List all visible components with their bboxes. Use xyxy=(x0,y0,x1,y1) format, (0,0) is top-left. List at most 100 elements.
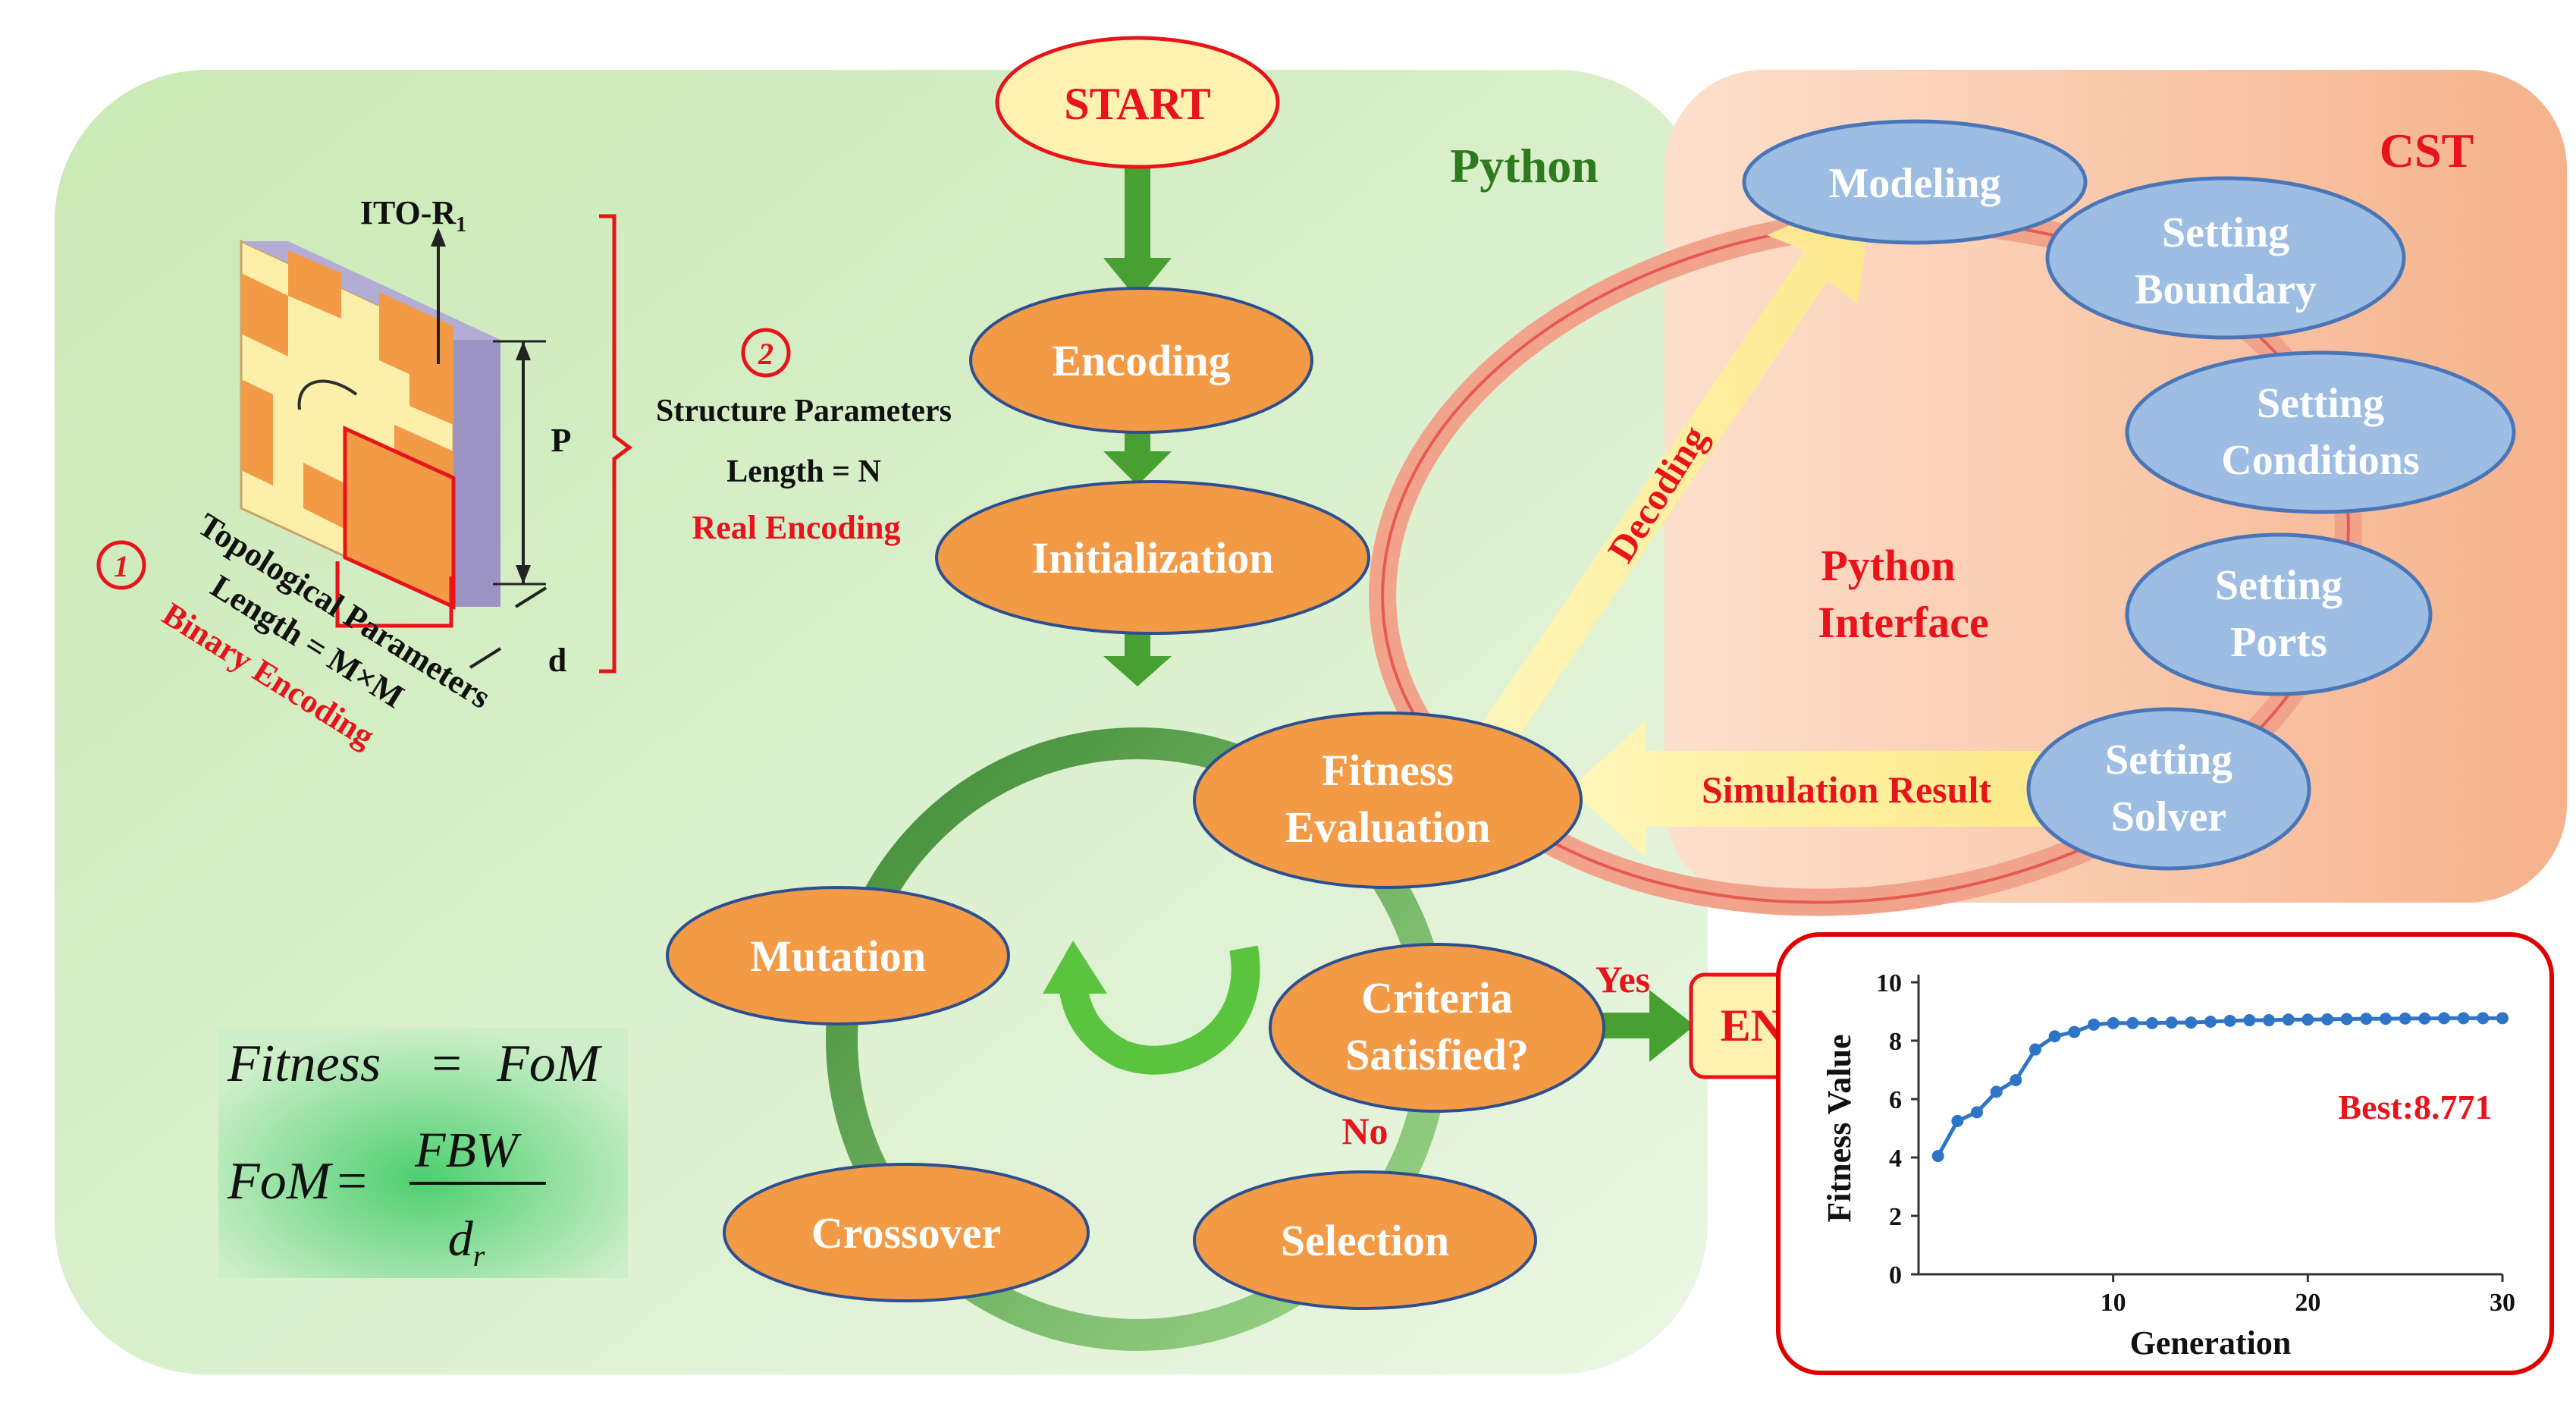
chart-point xyxy=(2165,1016,2178,1029)
chart-point xyxy=(1931,1150,1944,1163)
svg-text:Real Encoding: Real Encoding xyxy=(692,509,900,546)
chart-point xyxy=(2477,1012,2490,1025)
svg-text:START: START xyxy=(1064,79,1211,129)
svg-text:Solver: Solver xyxy=(2111,793,2226,840)
chart-point xyxy=(2418,1012,2431,1025)
d-dimension-2 xyxy=(469,647,502,669)
structure-bracket xyxy=(599,214,633,674)
chart-point xyxy=(2340,1013,2353,1026)
topology-bracket xyxy=(335,561,453,628)
chart-point xyxy=(2223,1014,2236,1027)
python-label: Python xyxy=(1450,139,1599,193)
svg-text:Ports: Ports xyxy=(2230,619,2327,666)
svg-text:FoM: FoM xyxy=(227,1152,334,1211)
chart-point xyxy=(1990,1085,2003,1098)
chart-y-label: Fitness Value xyxy=(1821,1034,1858,1222)
svg-text:Encoding: Encoding xyxy=(1052,336,1230,385)
svg-text:Conditions: Conditions xyxy=(2221,437,2419,484)
chart-x-tick-label: 10 xyxy=(2101,1289,2126,1317)
interface-label-1: Python xyxy=(1821,541,1955,590)
ito-label: ITO-R1 xyxy=(360,194,466,237)
svg-text:Evaluation: Evaluation xyxy=(1285,803,1491,852)
chart-point xyxy=(2263,1014,2275,1027)
svg-text:dr: dr xyxy=(448,1211,485,1273)
cst-node-conditions: Setting Conditions xyxy=(2125,350,2516,514)
chart-point xyxy=(1971,1106,1983,1119)
svg-text:Fitness: Fitness xyxy=(227,1035,381,1093)
marker-1: 1 xyxy=(96,540,146,590)
chart-point xyxy=(2204,1015,2217,1028)
svg-text:1: 1 xyxy=(114,549,129,583)
cst-node-solver: Setting Solver xyxy=(2026,707,2311,871)
node-mutation: Mutation xyxy=(666,886,1010,1026)
chart-point xyxy=(2126,1016,2139,1029)
chart-point xyxy=(2048,1030,2061,1043)
node-selection: Selection xyxy=(1193,1170,1537,1310)
chart-point xyxy=(2243,1014,2256,1027)
cst-node-modeling: Modeling xyxy=(1742,119,2088,245)
chart-point xyxy=(2010,1073,2022,1086)
chart-y-tick-label: 10 xyxy=(1876,969,1902,997)
svg-text:Structure Parameters: Structure Parameters xyxy=(656,394,952,429)
svg-text:Setting: Setting xyxy=(2105,737,2232,784)
svg-text:Setting: Setting xyxy=(2215,562,2342,609)
chart-point xyxy=(2360,1013,2373,1026)
cst-label: CST xyxy=(2380,124,2474,177)
svg-text:Modeling: Modeling xyxy=(1828,160,2000,207)
svg-text:=: = xyxy=(428,1035,464,1093)
cycle-center-arrow xyxy=(1059,945,1260,1075)
d-label: d xyxy=(548,642,566,679)
svg-text:Selection: Selection xyxy=(1281,1216,1449,1265)
chart-x-label: Generation xyxy=(2130,1324,2292,1362)
chart-point xyxy=(2282,1013,2295,1026)
chart-point xyxy=(1951,1114,1964,1127)
node-fitness-evaluation: Fitness Evaluation xyxy=(1193,711,1583,889)
chart-best-annotation: Best:8.771 xyxy=(2338,1088,2492,1126)
chart-point xyxy=(2321,1013,2333,1026)
svg-text:Initialization: Initialization xyxy=(1031,533,1273,583)
chart-point xyxy=(2185,1016,2198,1029)
svg-text:FBW: FBW xyxy=(414,1123,522,1178)
node-start: START xyxy=(995,36,1280,169)
chart-point xyxy=(2146,1016,2158,1029)
chart-point xyxy=(2029,1043,2041,1056)
structure-parameters: Structure Parameters Length = N Real Enc… xyxy=(656,394,952,546)
interface-label-2: Interface xyxy=(1818,598,1988,647)
chart-point xyxy=(2438,1012,2450,1025)
metasurface-unit-cell xyxy=(240,239,500,610)
svg-text:Mutation: Mutation xyxy=(750,931,926,981)
fitness-equation: Fitness = FoM FoM = FBW dr xyxy=(218,1028,628,1278)
chart-point xyxy=(2088,1018,2100,1031)
chart-point xyxy=(2496,1012,2509,1025)
svg-text:Setting: Setting xyxy=(2162,209,2289,256)
chart-y-tick-label: 6 xyxy=(1889,1086,1902,1114)
node-criteria-satisfied: Criteria Satisfied? xyxy=(1269,943,1605,1113)
node-crossover: Crossover xyxy=(723,1163,1090,1302)
chart-y-tick-label: 8 xyxy=(1889,1028,1902,1056)
chart-x-tick-label: 20 xyxy=(2295,1289,2320,1317)
chart-point xyxy=(2107,1016,2119,1029)
no-label: No xyxy=(1341,1110,1388,1152)
svg-text:Length = N: Length = N xyxy=(726,454,881,489)
chart-y-tick-label: 4 xyxy=(1889,1145,1902,1173)
chart-point xyxy=(2301,1013,2314,1026)
marker-2: 2 xyxy=(741,328,791,378)
p-label: P xyxy=(551,422,572,459)
svg-text:Satisfied?: Satisfied? xyxy=(1345,1030,1529,1079)
arrow-criteria-end xyxy=(1600,990,1695,1062)
svg-text:Boundary: Boundary xyxy=(2135,266,2317,313)
svg-text:2: 2 xyxy=(758,337,773,371)
svg-text:Fitness: Fitness xyxy=(1322,746,1454,795)
svg-text:Setting: Setting xyxy=(2257,380,2384,427)
d-dimension-1 xyxy=(514,586,548,608)
simulation-result-label: Simulation Result xyxy=(1702,768,1991,811)
chart-point xyxy=(2457,1012,2470,1025)
node-initialization: Initialization xyxy=(935,480,1370,635)
simulation-result-arrow xyxy=(1570,721,2047,857)
svg-text:=: = xyxy=(334,1152,369,1211)
chart-frame xyxy=(1776,932,2554,1375)
chart-x-tick-label: 30 xyxy=(2490,1289,2515,1317)
